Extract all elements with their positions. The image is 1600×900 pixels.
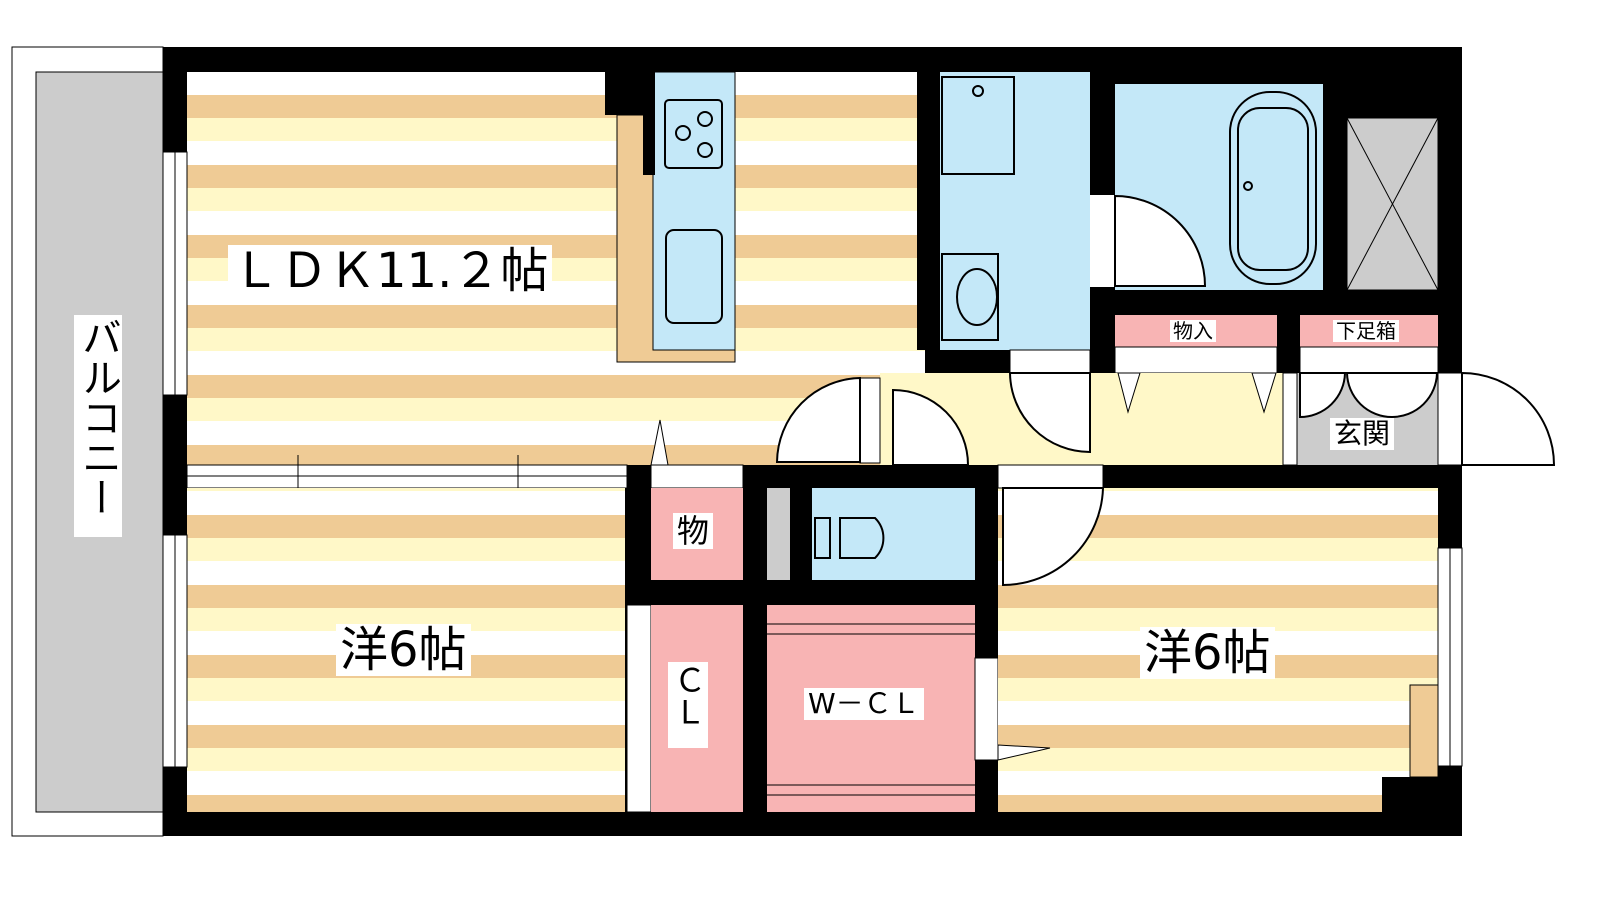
toilet-door[interactable] [892,388,970,466]
room-label-shoe-box: 下足箱 [1333,320,1399,342]
washroom-door[interactable] [1008,372,1091,454]
ldk-door[interactable] [775,376,861,463]
room-label-storage-small: 物 [673,513,714,549]
room-label-balcony: バルコニー [74,315,122,537]
room-label-western-right: 洋6帖 [1140,627,1275,679]
bedroom-door[interactable] [1002,487,1105,587]
room-label-walk-in-closet: W－ＣＬ [804,688,924,720]
room-label-ldk: ＬＤＫ11.２帖 [228,245,553,297]
sink-icon [665,229,723,324]
stove-icon [664,99,723,169]
bathtub-icon [1229,91,1317,285]
room-label-storage: 物入 [1170,320,1216,342]
toilet-room [812,488,975,580]
shoe-box-doors[interactable] [1299,372,1439,419]
washing-machine-icon [941,76,1015,175]
toilet-icon [839,517,885,559]
room-label-entrance: 玄関 [1330,418,1395,450]
room-label-closet: ＣＬ [668,662,708,748]
room-label-western-left: 洋6帖 [336,624,471,676]
front-door[interactable] [1461,371,1556,466]
bathroom-door[interactable] [1114,194,1207,287]
